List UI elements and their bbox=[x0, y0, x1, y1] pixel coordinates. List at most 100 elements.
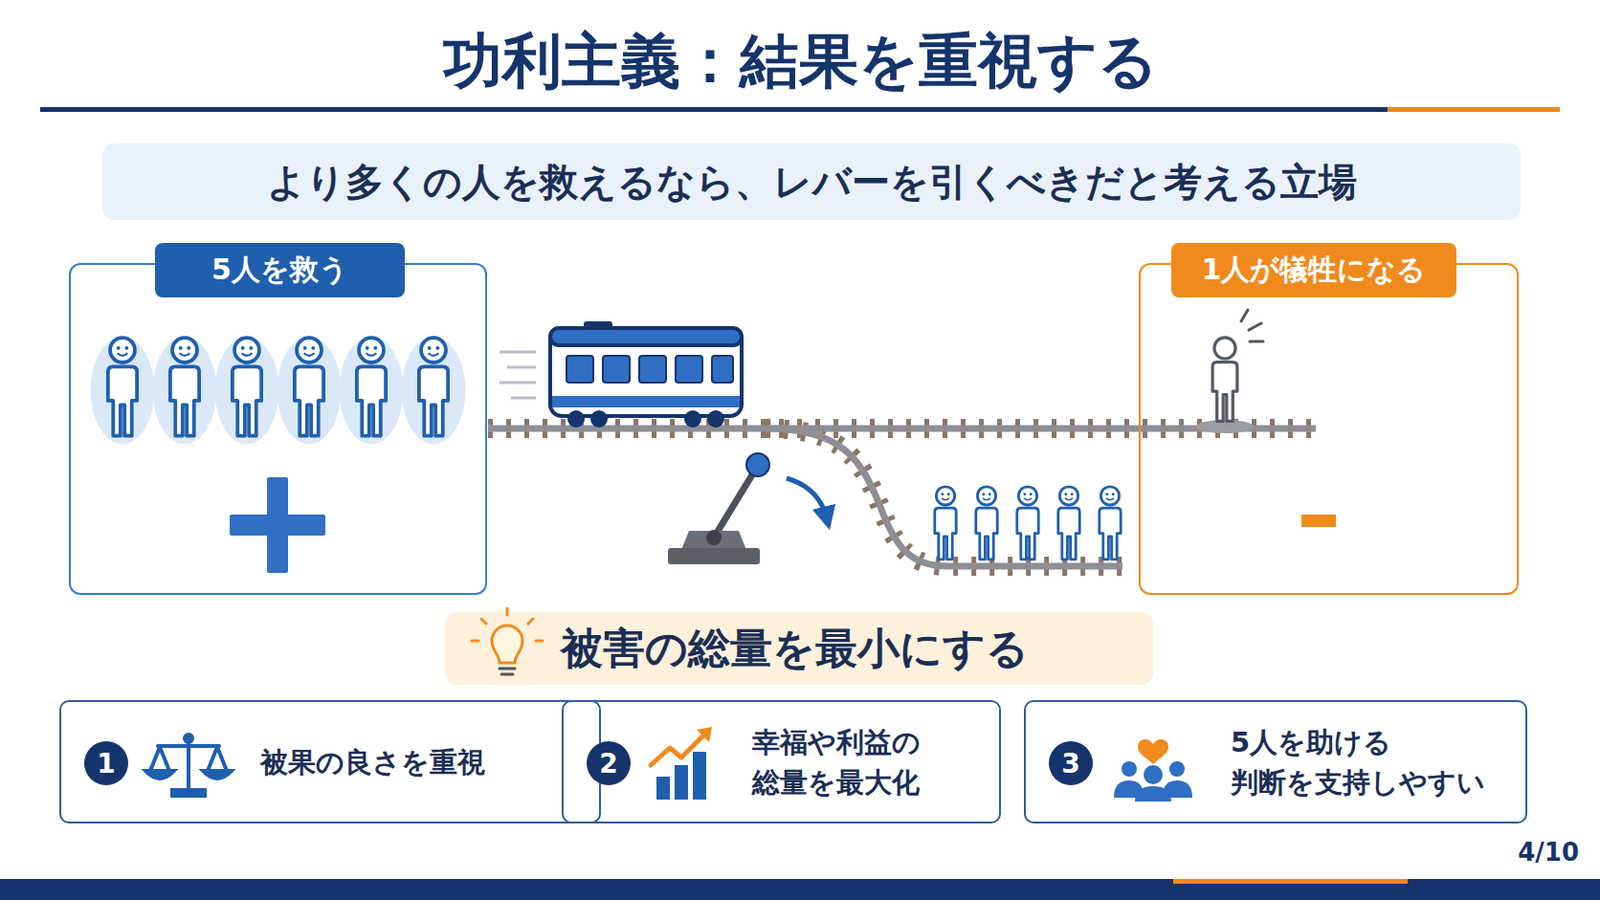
callout-number: 2 bbox=[586, 741, 631, 786]
lever-part bbox=[667, 548, 760, 565]
person-figure bbox=[1099, 487, 1121, 560]
smile bbox=[117, 353, 129, 356]
card-text: 被果の良さを重視 bbox=[260, 741, 594, 782]
person-body bbox=[294, 366, 324, 436]
halo bbox=[90, 336, 156, 445]
growth-chart-icon-part bbox=[692, 752, 707, 800]
train-part bbox=[566, 355, 594, 383]
plus-sign-part bbox=[229, 514, 326, 536]
train-part bbox=[675, 355, 703, 383]
halo bbox=[277, 336, 342, 445]
group-heart-icon-part bbox=[1137, 739, 1169, 765]
eye bbox=[1105, 492, 1109, 496]
premise-band: より多くの人を救えるなら、レバーを引くべきだと考える立場 bbox=[102, 143, 1521, 221]
scales-icon-part bbox=[207, 747, 218, 772]
train bbox=[499, 321, 742, 428]
slide-title: 功利主義：結果を重視する bbox=[0, 21, 1600, 102]
lever-part bbox=[746, 453, 770, 477]
smile bbox=[304, 353, 315, 356]
title-rule-accent bbox=[1387, 107, 1560, 112]
person-head bbox=[1018, 487, 1037, 506]
alert-marks-part bbox=[1248, 323, 1262, 331]
footer-bar bbox=[0, 879, 1600, 900]
eye bbox=[940, 492, 944, 496]
bulb-icon-part bbox=[535, 640, 543, 644]
train-part bbox=[550, 328, 742, 417]
eye bbox=[241, 346, 245, 351]
callout-number: 3 bbox=[1048, 741, 1093, 786]
smile bbox=[941, 498, 950, 501]
person-head bbox=[110, 337, 135, 363]
train-part bbox=[567, 410, 585, 428]
eye bbox=[947, 492, 951, 496]
group-heart-icon-part bbox=[1143, 765, 1163, 785]
banner-ground bbox=[444, 612, 1154, 686]
person-head bbox=[1214, 337, 1236, 359]
group-heart-icon bbox=[1113, 739, 1193, 802]
person-body bbox=[1099, 508, 1121, 560]
person-figure bbox=[339, 336, 404, 445]
bulb-icon-part bbox=[491, 625, 523, 664]
smile bbox=[242, 353, 253, 356]
point-card: 3 5人を助ける 判断を支持しやすい bbox=[1023, 700, 1528, 824]
train-part bbox=[583, 321, 613, 330]
train-part bbox=[590, 410, 608, 428]
box-heading: 1人が犠牲になる bbox=[1171, 243, 1457, 298]
halo bbox=[153, 336, 218, 445]
footer-accent bbox=[1173, 879, 1408, 885]
growth-chart-icon-part bbox=[656, 777, 670, 800]
lever bbox=[667, 453, 827, 565]
group-heart-icon-part bbox=[1121, 761, 1137, 778]
train-part bbox=[550, 328, 742, 346]
person-body bbox=[976, 508, 998, 560]
banner-text: 被害の総量を最小にする bbox=[560, 621, 1029, 678]
outcome-box: 1人が犠牲になる bbox=[1138, 263, 1519, 596]
box-heading: 5人を救う bbox=[155, 243, 405, 298]
eye bbox=[1064, 492, 1067, 496]
person-head bbox=[421, 337, 446, 363]
eye bbox=[1022, 492, 1026, 496]
person-body bbox=[1017, 508, 1039, 560]
smile bbox=[1023, 498, 1032, 501]
person-body bbox=[232, 366, 262, 436]
eye bbox=[1111, 492, 1115, 496]
bulb-icon-part bbox=[499, 667, 515, 671]
person-head bbox=[234, 337, 260, 363]
person-head bbox=[296, 337, 322, 363]
person-figure bbox=[934, 487, 956, 560]
eye bbox=[311, 346, 315, 351]
rail bbox=[765, 428, 1123, 567]
alert-marks-part bbox=[1241, 310, 1248, 322]
plus-sign bbox=[229, 477, 326, 574]
card-text: 5人を助ける 判断を支持しやすい bbox=[1230, 721, 1497, 802]
person-figure bbox=[153, 336, 218, 445]
eye bbox=[427, 346, 432, 351]
scales-icon bbox=[145, 734, 232, 797]
eye bbox=[373, 346, 378, 351]
eye bbox=[124, 346, 129, 351]
smile bbox=[179, 353, 191, 356]
bulb-icon-part bbox=[506, 608, 510, 616]
halo bbox=[401, 336, 467, 445]
smile bbox=[1065, 498, 1073, 501]
alert-marks-part bbox=[1249, 340, 1264, 344]
person-body bbox=[1058, 508, 1080, 560]
person-figure bbox=[1058, 487, 1080, 560]
train-part bbox=[507, 366, 536, 370]
person-figure bbox=[90, 336, 156, 445]
person-head bbox=[172, 337, 198, 363]
person-figure bbox=[401, 336, 467, 445]
train-part bbox=[707, 410, 725, 428]
person-head bbox=[935, 487, 955, 506]
track-ties bbox=[765, 428, 1123, 567]
scales-icon-part bbox=[202, 771, 232, 779]
person-figure bbox=[1017, 487, 1039, 560]
page-number: 4/10 bbox=[1517, 838, 1579, 867]
person-body bbox=[1212, 362, 1238, 423]
person-head bbox=[1100, 487, 1119, 506]
growth-chart-icon-part bbox=[674, 765, 689, 800]
group-heart-icon-part bbox=[1169, 761, 1185, 778]
person-body bbox=[108, 366, 137, 436]
eye bbox=[186, 346, 191, 351]
